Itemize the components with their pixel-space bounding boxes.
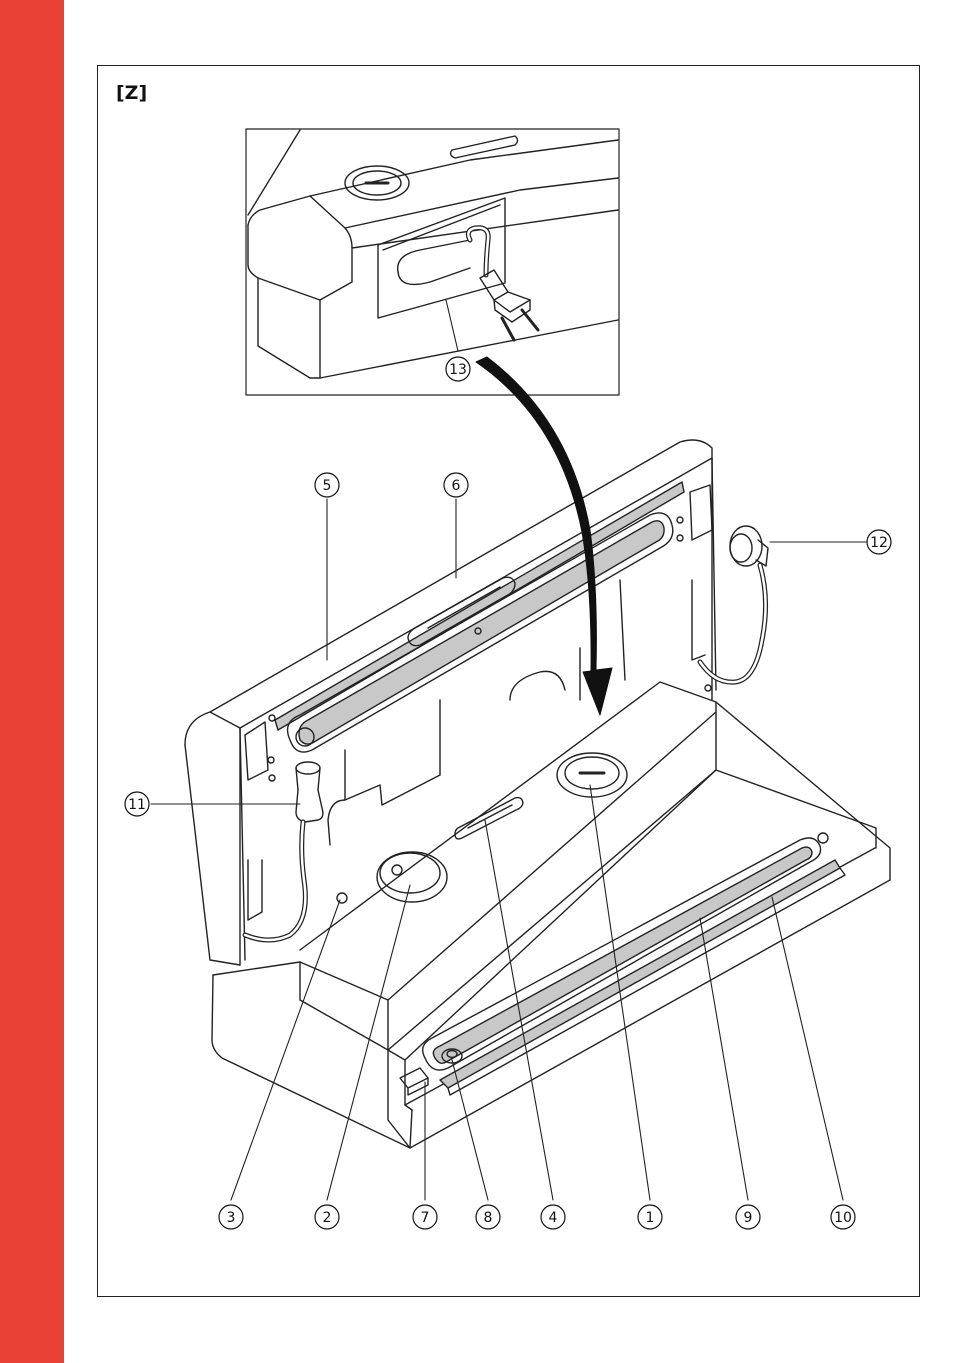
callout-9: 9 [744, 1210, 753, 1226]
callout-11: 11 [128, 797, 146, 813]
callout-12: 12 [870, 535, 888, 551]
callout-13: 13 [449, 362, 467, 378]
callout-2: 2 [323, 1210, 332, 1226]
inset-cord-storage [246, 129, 619, 395]
leader-lines [151, 300, 866, 1200]
callout-1: 1 [646, 1210, 655, 1226]
callout-7: 7 [421, 1210, 430, 1226]
callout-4: 4 [549, 1210, 558, 1226]
callout-3: 3 [227, 1210, 236, 1226]
callout-8: 8 [484, 1210, 493, 1226]
main-device [185, 440, 890, 1148]
callout-6: 6 [452, 478, 461, 494]
callout-10: 10 [834, 1210, 852, 1226]
callout-5: 5 [323, 478, 332, 494]
